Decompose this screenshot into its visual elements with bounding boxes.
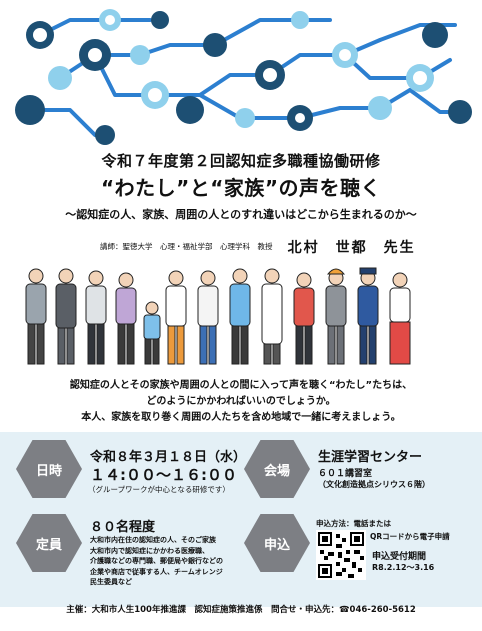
info-panel: 日時 令和８年３月１８日（水） １４:００～１６:００ （グループワークが中心と… bbox=[0, 432, 482, 607]
description: 認知症の人とその家族や周囲の人との間に入って声を聴く“わたし”たちは、 どのよう… bbox=[0, 378, 482, 426]
footer-contact: 主催：大和市人生100年推進課 認知症施策推進係 問合せ・申込先：☎046-26… bbox=[66, 605, 416, 615]
eligibility-line: 民生委員など bbox=[90, 578, 132, 586]
description-line: どのようにかかわればいいのでしょうか。 bbox=[146, 396, 336, 407]
venue-name: 生涯学習センター bbox=[318, 450, 423, 465]
date-hexagon: 日時 bbox=[16, 440, 82, 498]
network-graphic bbox=[15, 9, 472, 145]
apply-period: R8.2.12～3.16 bbox=[372, 563, 435, 572]
venue-room: ６０１講習室 bbox=[318, 469, 373, 479]
eligibility-line: 大和市内在住の認知症の人、そのご家族 bbox=[90, 536, 216, 544]
eligibility-line: 介護職などの専門職、郵便局や銀行などの bbox=[90, 557, 223, 565]
apply-method-qr: QRコードから電子申請 bbox=[370, 532, 450, 541]
event-date: 令和８年３月１８日（水） bbox=[90, 450, 247, 465]
qr-code[interactable] bbox=[316, 530, 366, 580]
capacity-value: ８０名程度 bbox=[90, 520, 156, 535]
event-tagline: ～認知症の人、家族、周囲の人とのすれ違いはどこから生まれるのか～ bbox=[65, 208, 417, 221]
event-note: （グループワークが中心となる研修です） bbox=[88, 485, 230, 494]
lecturer-line: 講師：聖徳大学 心理・福祉学部 心理学科 教授 北村 世都 先生 bbox=[100, 236, 440, 257]
eligibility-line: 大和市内で認知症にかかわる医療職、 bbox=[90, 546, 209, 555]
people-illustration bbox=[25, 267, 411, 365]
apply-hexagon: 申込 bbox=[244, 514, 310, 572]
eligibility-list: 大和市内在住の認知症の人、そのご家族 大和市内で認知症にかかわる医療職、 介護職… bbox=[90, 535, 223, 588]
event-subtitle: 令和７年度第２回認知症多職種協働研修 bbox=[101, 152, 381, 170]
lecturer-affiliation: 講師：聖徳大学 心理・福祉学部 心理学科 教授 bbox=[100, 242, 273, 251]
venue-hexagon: 会場 bbox=[244, 440, 310, 498]
event-title: “わたし”と“家族”の声を聴く bbox=[100, 176, 382, 200]
description-line: 本人、家族を取り巻く周囲の人たちを含め地域で一緒に考えましょう。 bbox=[81, 412, 401, 423]
description-line: 認知症の人とその家族や周囲の人との間に入って声を聴く“わたし”たちは、 bbox=[69, 380, 413, 391]
apply-period-label: 申込受付期間 bbox=[372, 552, 427, 562]
lecturer-name: 北村 世都 先生 bbox=[287, 239, 416, 256]
event-time: １４:００～１６:００ bbox=[90, 466, 237, 484]
apply-method: 申込方法：電話または bbox=[316, 519, 391, 528]
venue-building: （文化創造拠点シリウス６階） bbox=[318, 480, 430, 489]
eligibility-line: 企業や商店で従事する人、チームオレンジ bbox=[90, 567, 223, 576]
capacity-hexagon: 定員 bbox=[16, 514, 82, 572]
